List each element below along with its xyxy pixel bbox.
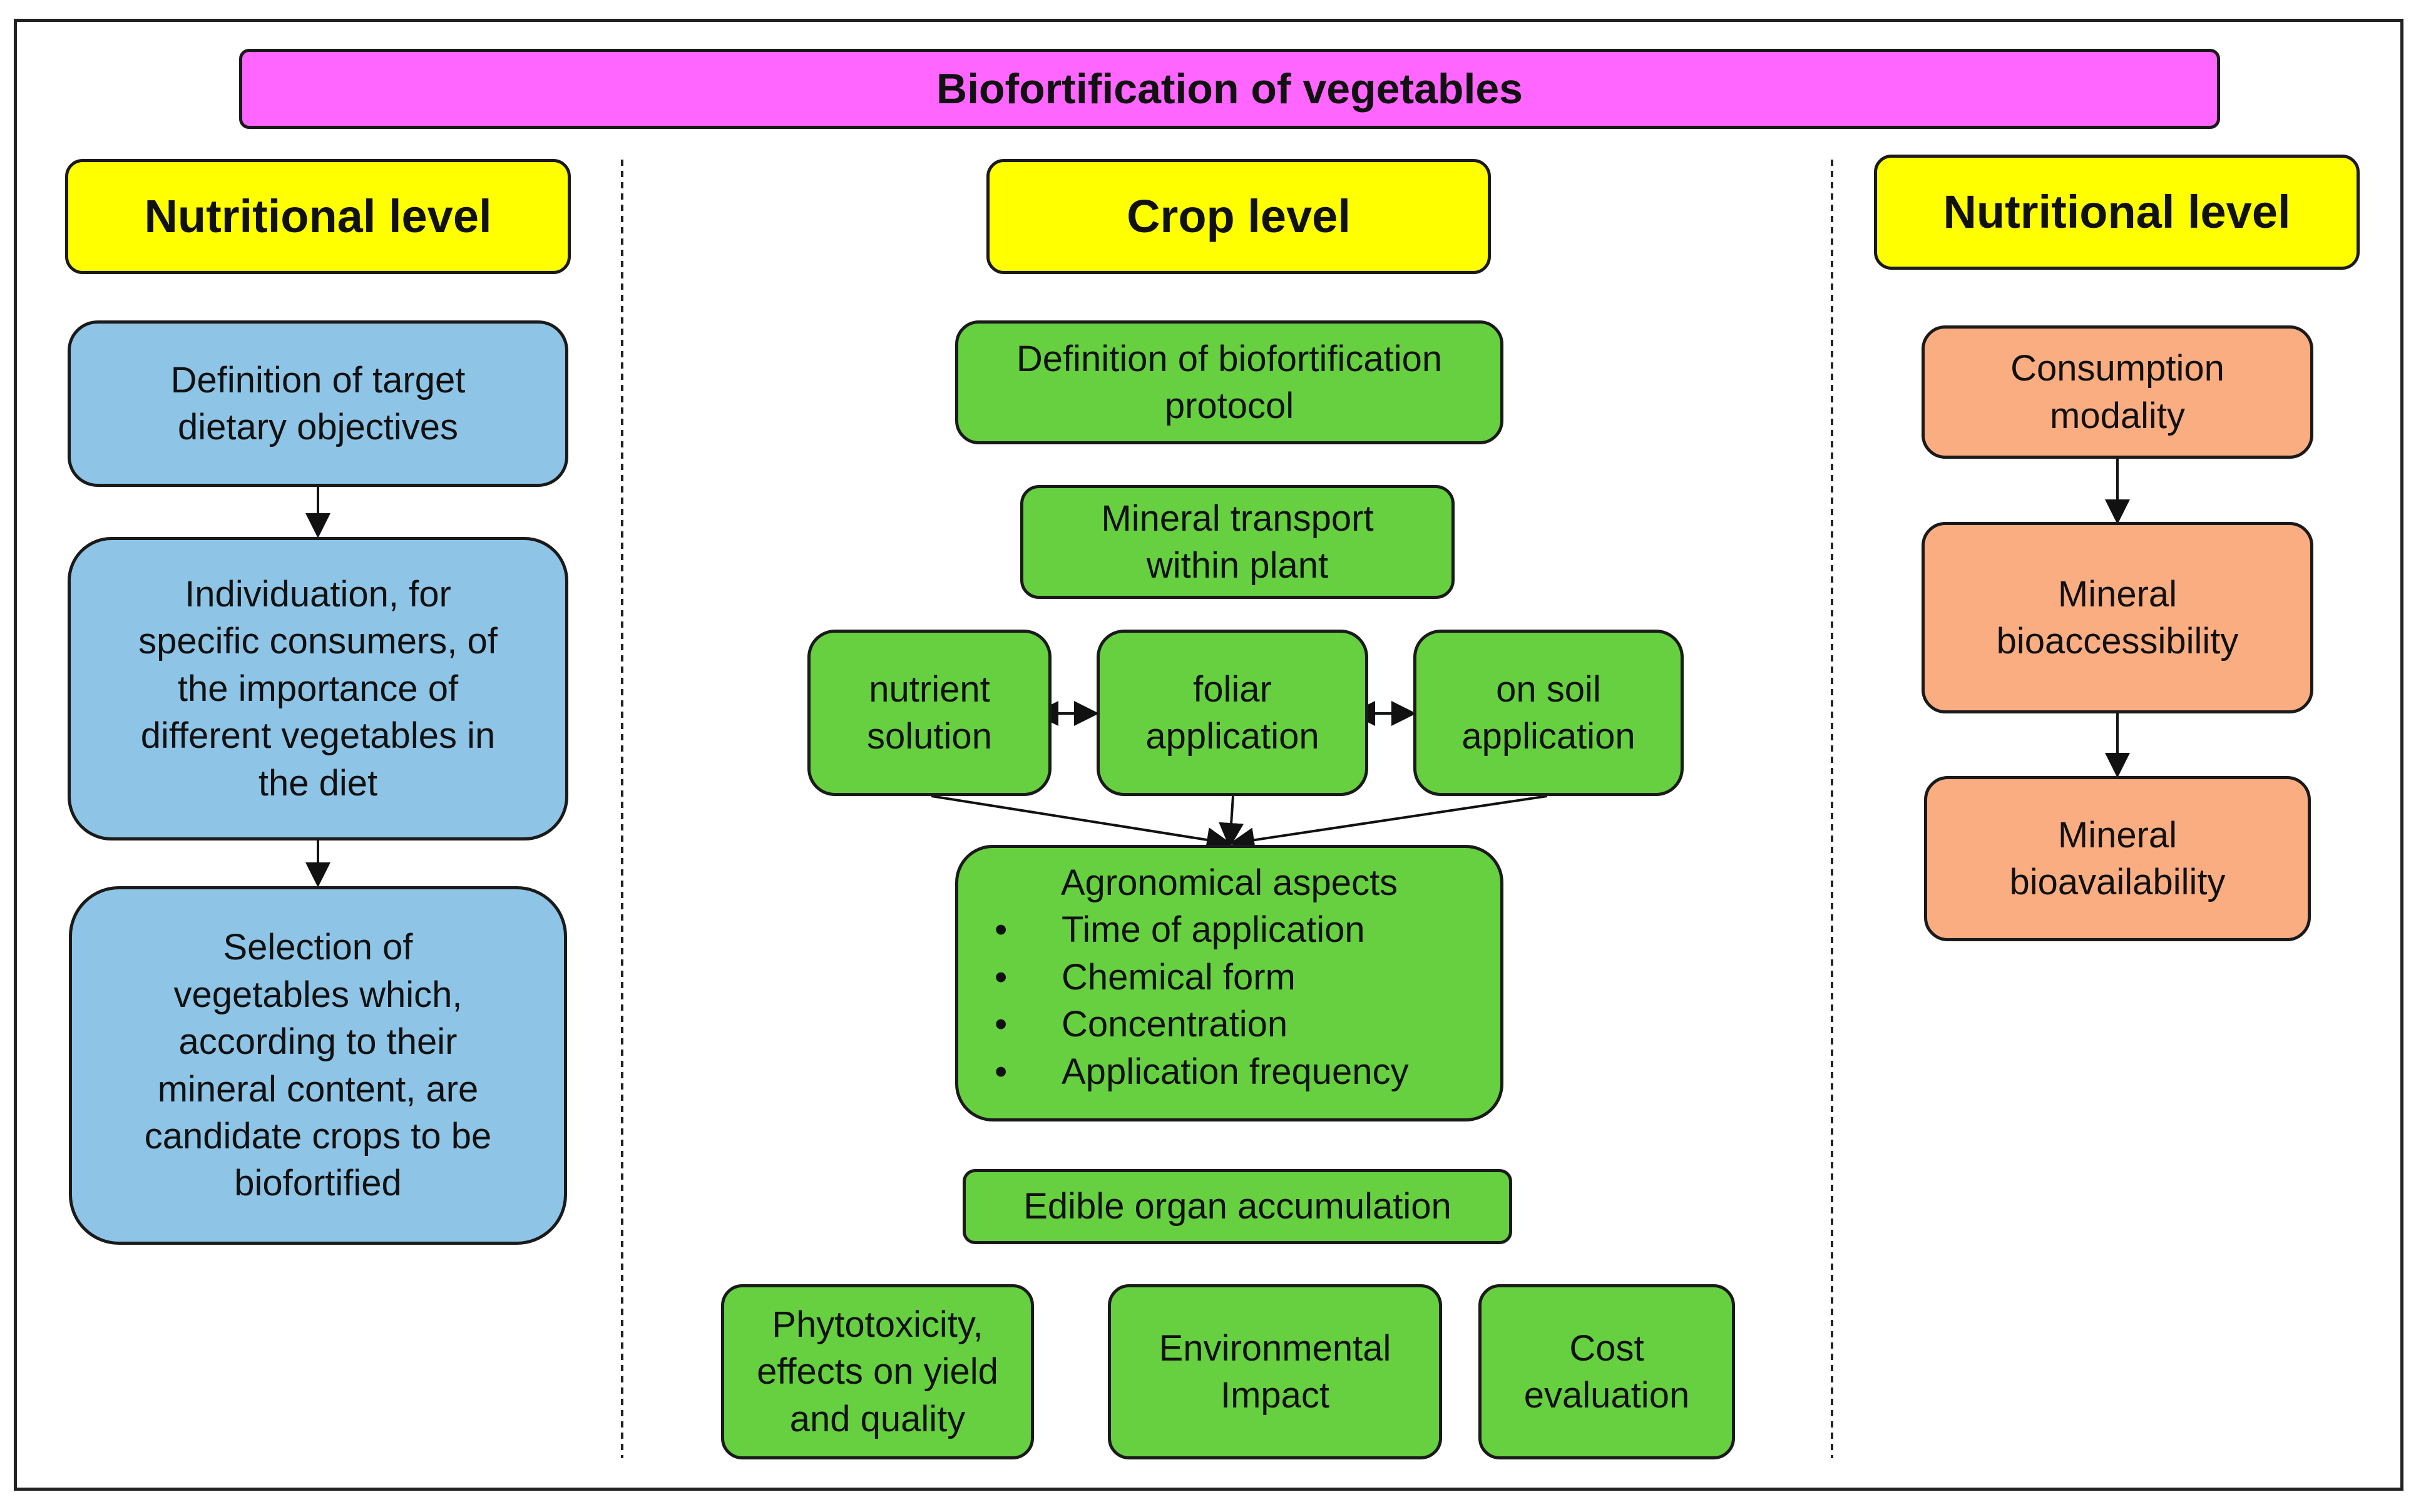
box-mineral-transport: Mineral transport within plant bbox=[1020, 485, 1455, 599]
box-line: Environmental bbox=[1159, 1327, 1391, 1369]
box-line: Consumption bbox=[2010, 348, 2224, 389]
box-line: the diet bbox=[258, 762, 378, 804]
agronomical-bullet-list: Time of application Chemical form Concen… bbox=[958, 906, 1500, 1095]
box-foliar-application: foliar application bbox=[1097, 630, 1368, 796]
box-line: solution bbox=[867, 716, 992, 757]
agronomical-heading: Agronomical aspects bbox=[1060, 862, 1398, 903]
box-line: bioaccessibility bbox=[1996, 621, 2239, 662]
box-biofortification-protocol: Definition of biofortification protocol bbox=[955, 320, 1503, 444]
box-line: bioavailability bbox=[2009, 862, 2226, 902]
box-line: specific consumers, of bbox=[138, 621, 498, 662]
box-line: Edible organ accumulation bbox=[1023, 1186, 1451, 1227]
bullet-item: Concentration bbox=[958, 1001, 1500, 1048]
crop-level-header: Crop level bbox=[986, 159, 1491, 274]
bullet-item: Time of application bbox=[958, 906, 1500, 954]
box-line: foliar bbox=[1193, 668, 1272, 710]
box-line: Definition of target bbox=[170, 359, 466, 401]
box-line: vegetables which, bbox=[173, 974, 463, 1015]
bullet-item: Application frequency bbox=[958, 1048, 1500, 1096]
box-line: on soil bbox=[1496, 668, 1601, 710]
box-line: Cost bbox=[1569, 1327, 1644, 1369]
box-line: nutrient bbox=[869, 668, 990, 710]
box-environmental-impact: Environmental Impact bbox=[1108, 1284, 1442, 1459]
box-phytotoxicity: Phytotoxicity, effects on yield and qual… bbox=[721, 1284, 1034, 1459]
box-mineral-bioaccessibility: Mineral bioaccessibility bbox=[1922, 522, 2313, 713]
box-mineral-bioavailability: Mineral bioavailability bbox=[1924, 776, 2311, 941]
box-line: within plant bbox=[1146, 545, 1329, 586]
box-line: Definition of biofortification bbox=[1016, 338, 1443, 379]
box-nutrient-solution: nutrient solution bbox=[807, 630, 1052, 796]
box-edible-organ-accumulation: Edible organ accumulation bbox=[963, 1169, 1512, 1244]
box-line: according to their bbox=[178, 1021, 458, 1063]
left-level-header: Nutritional level bbox=[65, 159, 571, 274]
box-line: Individuation, for bbox=[185, 574, 451, 615]
figure-frame bbox=[14, 19, 2403, 1491]
box-line: application bbox=[1461, 716, 1635, 757]
box-target-dietary-objectives: Definition of target dietary objectives bbox=[68, 320, 568, 487]
box-line: different vegetables in bbox=[140, 715, 496, 757]
box-line: Mineral bbox=[2057, 814, 2178, 856]
box-line: protocol bbox=[1164, 386, 1294, 426]
box-on-soil-application: on soil application bbox=[1413, 630, 1684, 796]
box-line: mineral content, are bbox=[157, 1068, 479, 1110]
box-individuation: Individuation, for specific consumers, o… bbox=[68, 537, 568, 840]
box-line: Selection of bbox=[223, 927, 413, 968]
box-line: effects on yield bbox=[757, 1351, 998, 1392]
box-consumption-modality: Consumption modality bbox=[1922, 325, 2313, 459]
box-line: biofortified bbox=[234, 1163, 402, 1204]
box-line: Mineral transport bbox=[1101, 498, 1374, 539]
box-line: Mineral bbox=[2057, 573, 2178, 615]
box-line: application bbox=[1145, 716, 1319, 757]
right-level-header: Nutritional level bbox=[1874, 155, 2360, 270]
box-line: modality bbox=[2050, 395, 2185, 436]
box-line: evaluation bbox=[1523, 1375, 1690, 1416]
box-agronomical-aspects: Agronomical aspects Time of application … bbox=[955, 845, 1503, 1121]
box-line: Impact bbox=[1220, 1375, 1330, 1416]
box-line: and quality bbox=[789, 1398, 966, 1439]
box-line: Phytotoxicity, bbox=[772, 1304, 983, 1345]
bullet-item: Chemical form bbox=[958, 954, 1500, 1001]
box-selection-of-vegetables: Selection of vegetables which, according… bbox=[69, 886, 567, 1245]
box-cost-evaluation: Cost evaluation bbox=[1478, 1284, 1735, 1459]
box-line: the importance of bbox=[177, 668, 459, 709]
diagram-title: Biofortification of vegetables bbox=[239, 49, 2220, 129]
box-line: dietary objectives bbox=[177, 407, 459, 447]
box-line: candidate crops to be bbox=[144, 1115, 492, 1157]
